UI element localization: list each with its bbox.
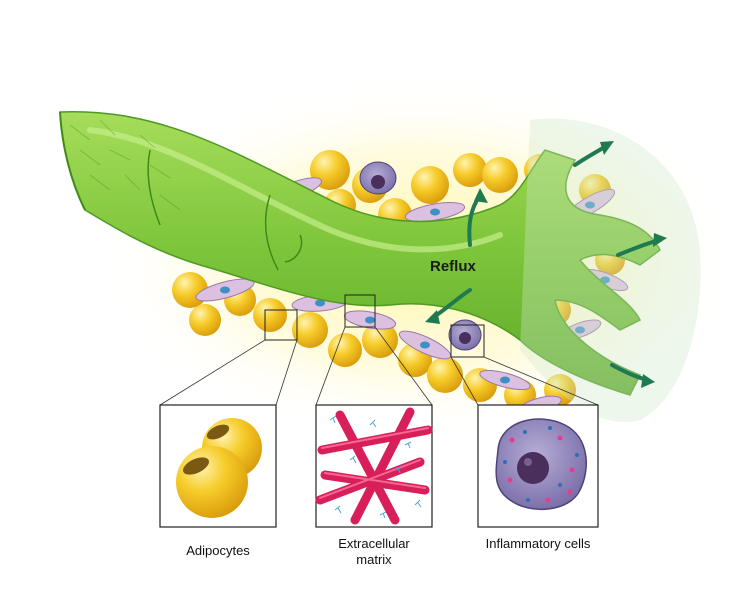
extracellular-matrix-label: Extracellular matrix (316, 536, 432, 568)
zoom-source-boxes (264, 294, 485, 358)
reflux-arrowheads (425, 141, 667, 388)
zoom-connector-lines (159, 326, 599, 406)
extracellular-matrix-label-line1: Extracellular (338, 536, 410, 551)
panel-inflammatory-cells (477, 404, 599, 528)
extracellular-matrix-label-line2: matrix (356, 552, 392, 567)
inflammatory-cell-top (359, 161, 397, 195)
reflux-label: Reflux (430, 258, 476, 275)
adipocytes-label: Adipocytes (186, 543, 250, 558)
panel-extracellular-matrix (315, 404, 433, 528)
lymphatic-vessel (59, 111, 701, 422)
panel-adipocytes (159, 404, 277, 528)
inflammatory-cells-label: Inflammatory cells (485, 536, 591, 551)
inflammatory-cell-bottom (448, 319, 482, 351)
